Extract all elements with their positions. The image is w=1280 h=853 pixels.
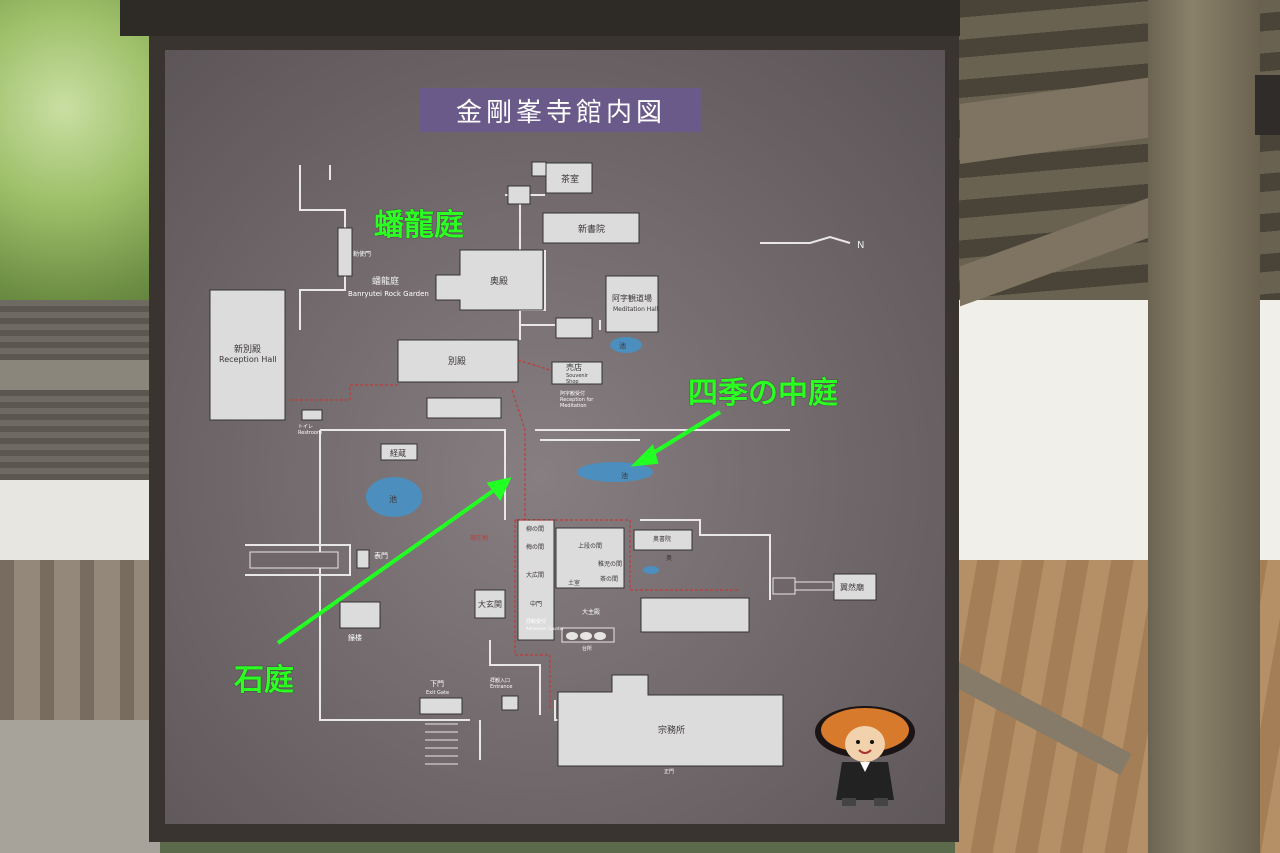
- label-ajikan-en: Meditation Hall: [613, 306, 659, 313]
- map-okuden: [435, 249, 544, 311]
- map-okushoin: [633, 529, 693, 551]
- label-shinbetsuden-en: Reception Hall: [219, 355, 277, 364]
- map-shinbetsuden: [209, 289, 286, 421]
- label-chokushimon: 勅使門: [353, 250, 371, 258]
- map-betsuden: [397, 339, 519, 383]
- label-restroom-1: トイレ: [298, 424, 313, 430]
- label-oku: 奥: [666, 554, 672, 562]
- map-chashitsu: [545, 162, 593, 194]
- label-cha: 茶の間: [600, 575, 618, 583]
- label-shinbetsuden-jp: 新別殿: [234, 343, 261, 355]
- label-shinshoin: 新書院: [578, 223, 605, 235]
- label-gozenbyo: 翼然廟: [840, 582, 864, 592]
- map-building: [640, 597, 750, 633]
- label-ajikan-reception-en2: Meditation: [560, 403, 587, 409]
- label-banryutei-en: Banryutei Rock Garden: [348, 290, 429, 298]
- label-present-location: 現在地: [470, 534, 488, 542]
- label-omotemon: 表門: [374, 551, 388, 560]
- label-shimomon-en: Exit Gate: [426, 690, 449, 696]
- label-doma: 土室: [568, 579, 580, 587]
- map-chokushimon: [337, 227, 353, 277]
- map-shimomon: [419, 697, 463, 715]
- label-okushoin: 奥書院: [653, 535, 671, 543]
- label-chigo: 稚児の間: [598, 560, 622, 568]
- map-text-labels: 茶室 新書院 奥殿 勅使門 蟠龍庭 Banryutei Rock Garden …: [219, 173, 864, 775]
- label-entrance-jp: 拝観入口: [490, 677, 510, 684]
- temple-roof: [0, 300, 160, 490]
- map-kyozo: [380, 443, 418, 461]
- label-okuden: 奥殿: [490, 275, 508, 287]
- label-ofukusho: 大主殿: [582, 608, 600, 616]
- map-small-building: [555, 317, 593, 339]
- label-kitchen: 台所: [582, 645, 592, 652]
- label-jodan: 上段の間: [578, 542, 602, 550]
- map-gozenbyo: [833, 573, 877, 601]
- label-daigenkan: 大玄関: [478, 599, 502, 609]
- map-shop: [551, 361, 603, 385]
- gravel-garden: [0, 720, 160, 853]
- map-omotemon: [356, 549, 370, 569]
- map-ajikan: [605, 275, 659, 333]
- map-building: [426, 397, 502, 419]
- label-shop-en2: Shop: [566, 379, 579, 385]
- label-yanagi: 柳の間: [526, 525, 544, 533]
- map-decor: [566, 632, 606, 640]
- label-shomon: 正門: [664, 769, 674, 775]
- map-restroom: [501, 695, 519, 711]
- label-ajikan-reception-en1: Reception for: [560, 397, 594, 403]
- map-small-building: [531, 161, 547, 177]
- label-shoro: 鐘楼: [348, 633, 362, 642]
- label-ohiroma: 大広間: [526, 571, 544, 579]
- map-shinshoin: [542, 212, 640, 244]
- map-restroom: [301, 409, 323, 421]
- monk-mascot-icon: [815, 706, 915, 806]
- label-shumusho: 宗務所: [658, 724, 685, 736]
- map-shoro: [339, 601, 381, 629]
- annotation-sekitei: 石庭: [234, 663, 294, 698]
- label-entrance-en: Entrance: [490, 684, 512, 690]
- map-daigenkan: [474, 589, 506, 619]
- visitor-route: [290, 359, 740, 710]
- annotation-shiki-no-nakaniwa: 四季の中庭: [688, 376, 838, 411]
- label-shop-jp: 売店: [566, 362, 582, 372]
- label-pond-2: 池: [389, 494, 397, 504]
- map-shumusho: [557, 674, 784, 767]
- label-ajikan-reception-jp: 阿字観受付: [560, 390, 585, 397]
- sign-top-beam: [120, 0, 960, 36]
- map-walkways: [245, 165, 851, 760]
- annotation-arrows: [276, 410, 722, 645]
- map-stairs-south: [425, 723, 458, 765]
- label-banryutei-jp: 蟠龍庭: [372, 275, 399, 287]
- sign-title-plate: 金剛峯寺館内図: [420, 88, 702, 132]
- wooden-post: [1148, 0, 1260, 853]
- label-admission-counter: Admission Counter: [526, 626, 564, 631]
- label-pond-3: 池: [621, 471, 628, 480]
- map-main-rooms: [517, 519, 555, 641]
- label-chumon: 中門: [530, 600, 542, 608]
- label-pond-1: 池: [619, 341, 626, 350]
- annotation-banryutei: 蟠龍庭: [374, 208, 464, 243]
- label-shimomon: 下門: [430, 680, 444, 688]
- label-restroom-en: Restroom: [298, 430, 322, 436]
- map-small-building: [507, 185, 531, 205]
- label-north: N: [857, 240, 864, 251]
- map-buildings: [209, 161, 877, 767]
- map-ponds: [366, 337, 659, 574]
- label-kyozo: 経蔵: [390, 448, 406, 458]
- label-chashitsu: 茶室: [561, 173, 579, 185]
- roof-edge: [0, 360, 160, 390]
- label-shop-en1: Souvenir: [566, 373, 589, 379]
- side-plate: [1255, 75, 1280, 135]
- label-reception-counter: 拝観受付: [526, 618, 546, 625]
- sign-title: 金剛峯寺館内図: [455, 97, 666, 128]
- label-ume: 梅の間: [526, 543, 544, 551]
- map-main-rooms: [555, 527, 625, 589]
- label-ajikan-jp: 阿字観道場: [612, 293, 652, 303]
- label-betsuden: 別殿: [448, 356, 466, 367]
